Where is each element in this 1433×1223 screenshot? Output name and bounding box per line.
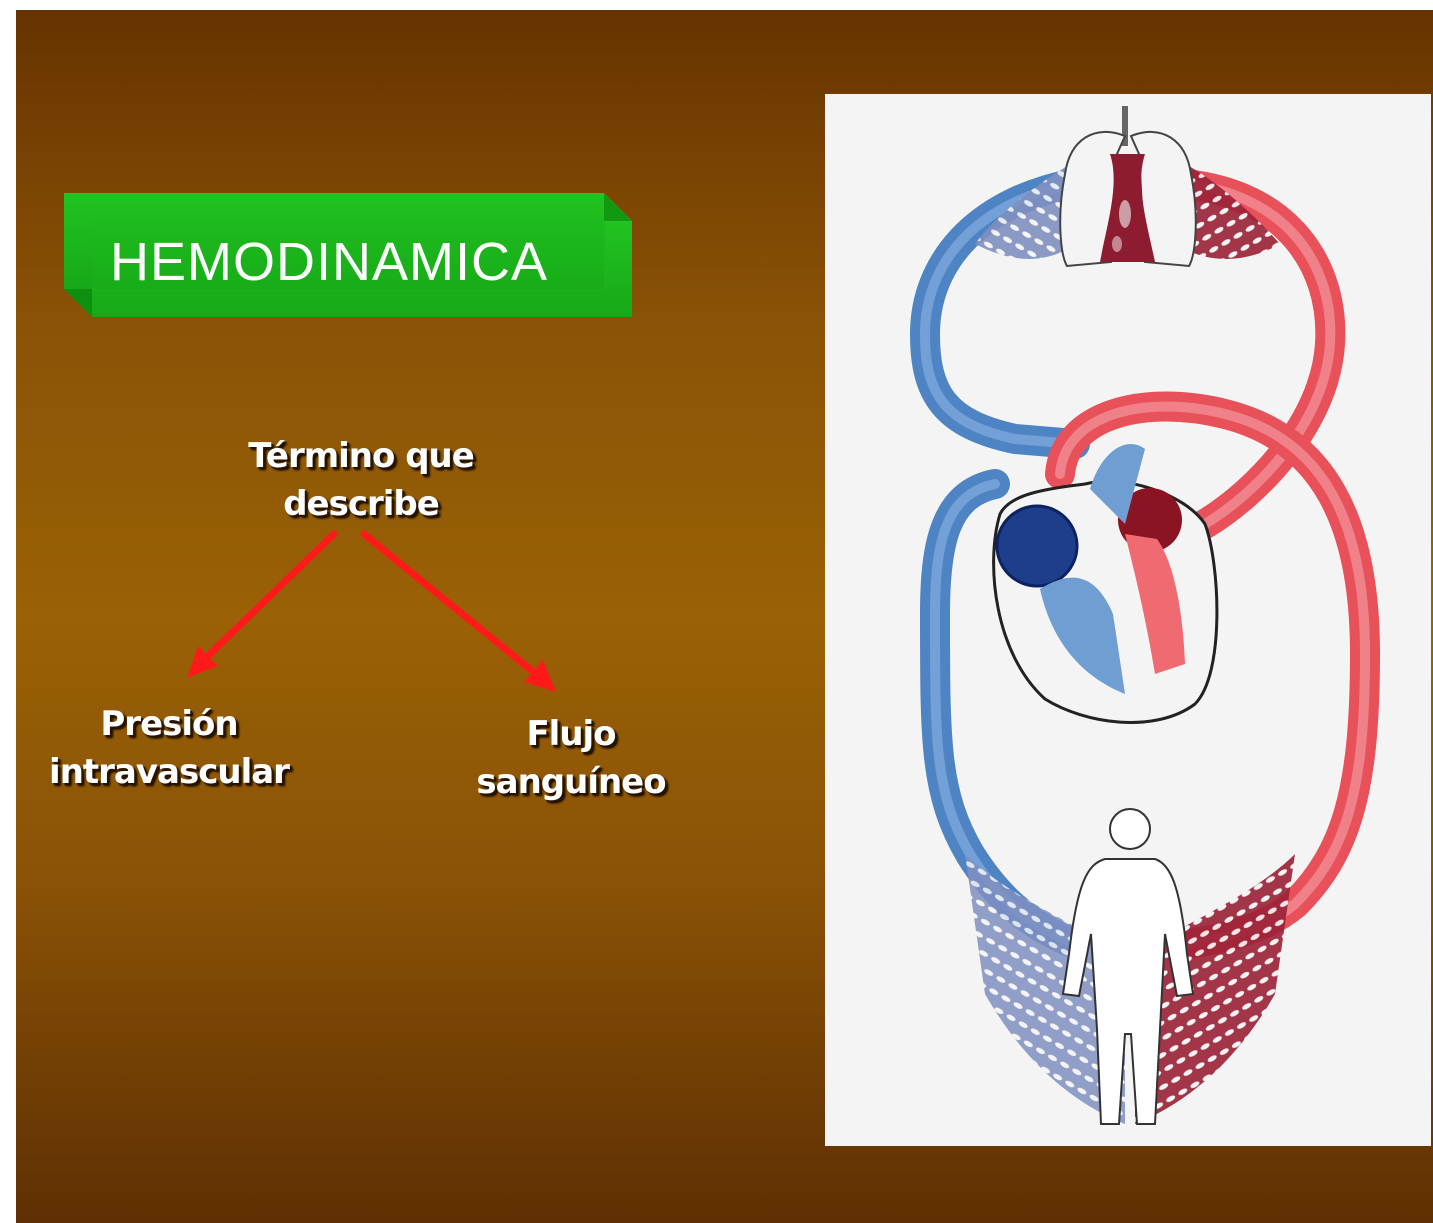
arrow-right [364,534,556,692]
heart-icon [994,444,1217,723]
branch-arrows [16,10,816,810]
lungs-icon [1060,106,1196,266]
circulation-figure [825,94,1431,1146]
arrow-left [187,534,334,678]
circulation-diagram [825,94,1431,1146]
slide: HEMODINAMICA Término que describe Presió… [16,10,1433,1223]
